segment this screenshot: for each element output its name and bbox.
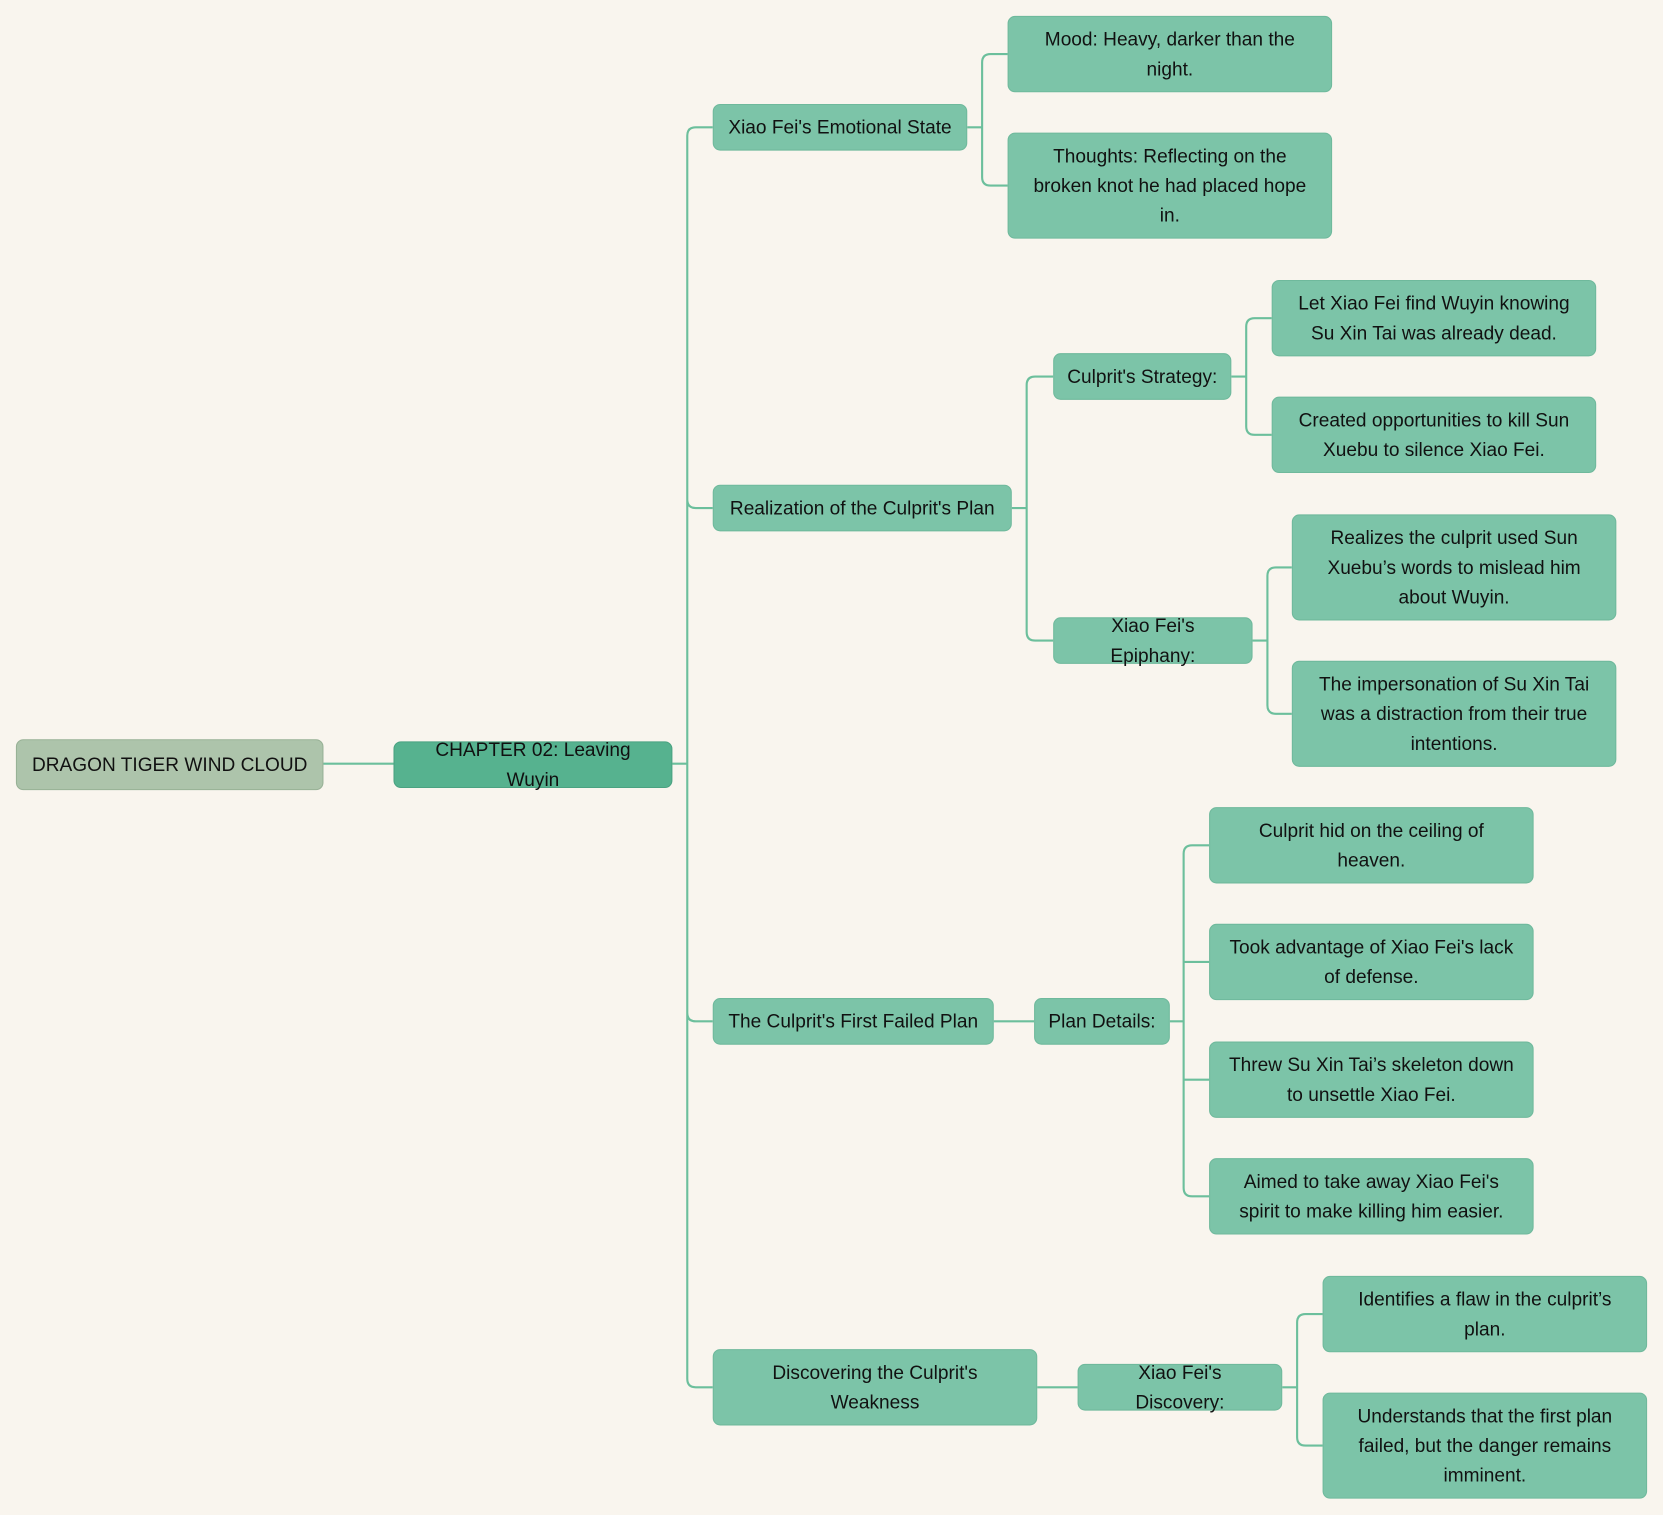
leaf[interactable]: Culprit hid on the ceiling of heaven.: [1209, 807, 1534, 884]
leaf[interactable]: Threw Su Xin Tai’s skeleton down to unse…: [1209, 1041, 1534, 1118]
leaf[interactable]: Aimed to take away Xiao Fei's spirit to …: [1209, 1158, 1534, 1235]
leaf[interactable]: Created opportunities to kill Sun Xuebu …: [1271, 396, 1597, 474]
leaf[interactable]: Let Xiao Fei find Wuyin knowing Su Xin T…: [1271, 279, 1597, 357]
leaf[interactable]: Identifies a flaw in the culprit’s plan.: [1322, 1275, 1648, 1353]
leaf[interactable]: Took advantage of Xiao Fei's lack of def…: [1209, 923, 1534, 1001]
leaf-mood[interactable]: Mood: Heavy, darker than the night.: [1007, 15, 1333, 93]
node-culprit-strategy[interactable]: Culprit's Strategy:: [1053, 353, 1232, 400]
branch-failed-plan[interactable]: The Culprit's First Failed Plan: [712, 998, 994, 1045]
leaf[interactable]: The impersonation of Su Xin Tai was a di…: [1291, 660, 1617, 767]
leaf[interactable]: Realizes the culprit used Sun Xuebu’s wo…: [1291, 514, 1617, 621]
chapter-node[interactable]: CHAPTER 02: Leaving Wuyin: [393, 739, 673, 790]
node-discovery[interactable]: Xiao Fei's Discovery:: [1077, 1362, 1283, 1413]
branch-realization[interactable]: Realization of the Culprit's Plan: [712, 484, 1012, 532]
node-epiphany[interactable]: Xiao Fei's Epiphany:: [1053, 615, 1253, 666]
node-plan-details[interactable]: Plan Details:: [1034, 998, 1170, 1045]
root-node[interactable]: DRAGON TIGER WIND CLOUD: [15, 739, 324, 791]
branch-weakness[interactable]: Discovering the Culprit's Weakness: [712, 1349, 1038, 1426]
leaf-thoughts[interactable]: Thoughts: Reflecting on the broken knot …: [1007, 132, 1333, 239]
leaf[interactable]: Understands that the first plan failed, …: [1322, 1392, 1648, 1499]
branch-emotional-state[interactable]: Xiao Fei's Emotional State: [712, 103, 968, 151]
